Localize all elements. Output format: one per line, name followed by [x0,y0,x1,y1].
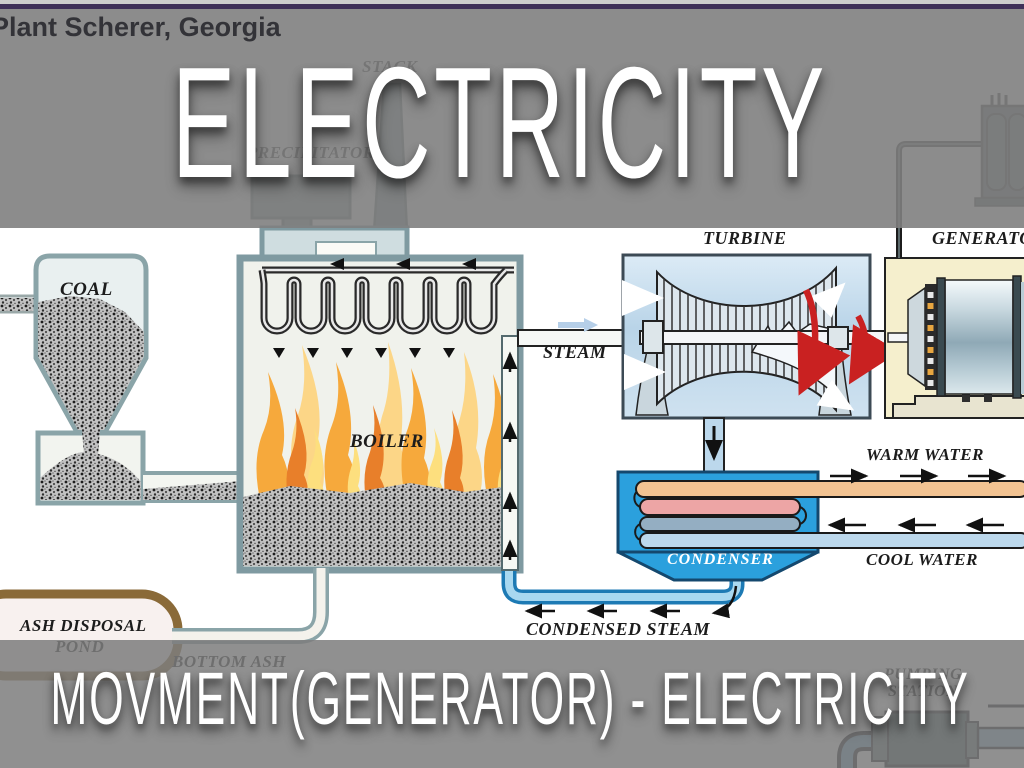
generator [884,257,1024,419]
caption-overlay-band [0,640,1024,768]
condensed-steam-pipe [501,345,745,619]
boiler-tubes [258,258,514,358]
top-strip [0,0,1024,4]
header-note: Plant Scherer, Georgia [0,12,281,42]
generator-label: GENERATOR [932,228,1024,248]
coal-label: COAL [60,279,113,300]
condenser-label: CONDENSER [667,551,774,568]
cooling-pipes [635,468,1024,549]
accent-purple-line [0,4,1024,9]
boiler [236,254,524,574]
ash-disposal-pond-label-line1: ASH DISPOSAL [20,616,147,635]
condensed-steam-label: CONDENSED STEAM [526,619,711,639]
title-overlay-band [0,9,1024,228]
turbine-label: TURBINE [703,228,787,248]
feedwater-riser [501,335,519,571]
steam-label: STEAM [543,342,607,362]
warm-water-label: WARM WATER [866,445,984,464]
turbine [621,253,889,420]
slide-caption: MOVMENT(GENERATOR) - ELECTRICITY [50,657,970,740]
boiler-label: BOILER [350,431,424,452]
cool-water-label: COOL WATER [866,550,978,569]
slide-title: ELECTRICITY [172,35,828,211]
coal-system [0,253,242,506]
